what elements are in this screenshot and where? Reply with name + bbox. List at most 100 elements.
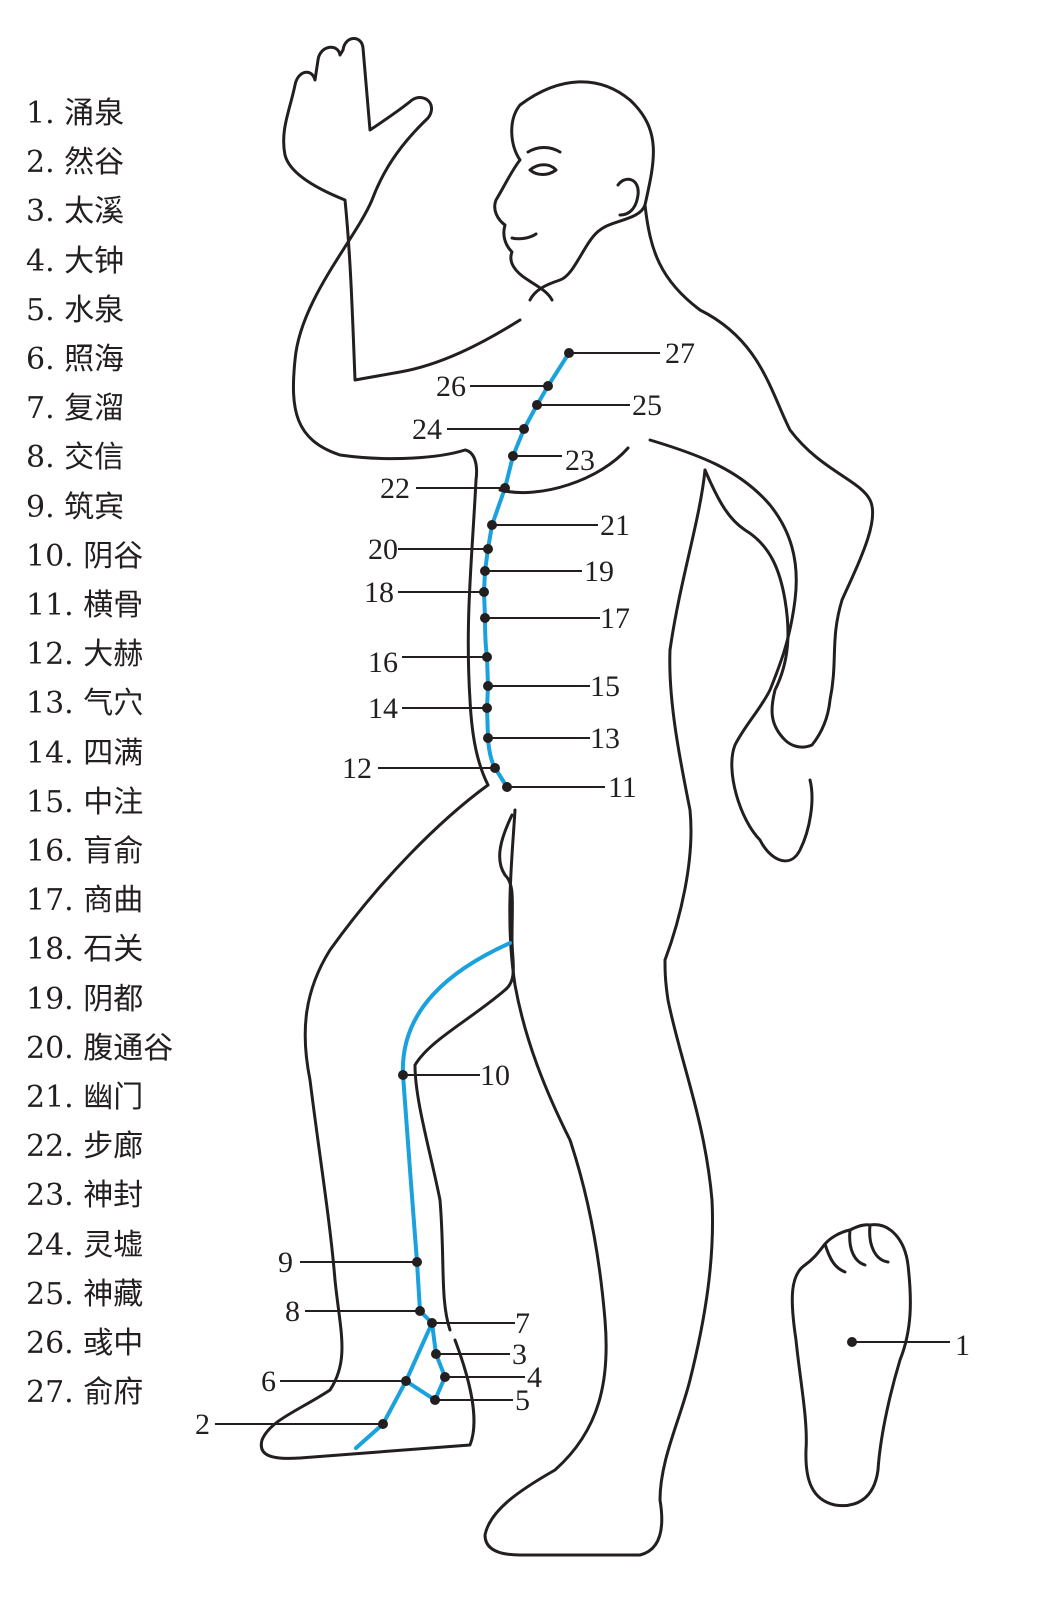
toe-lines-outline [823,1223,890,1274]
acupoint-20: 20 [368,533,493,566]
acupoint-25: 25 [532,389,662,422]
legend-item: 13. 气穴 [26,686,144,722]
point-number-label: 9 [278,1246,293,1279]
knee-point-icon [398,1070,408,1080]
point-number-label: 19 [584,555,614,588]
point-number-label: 6 [261,1365,276,1398]
legend-item: 14. 四满 [26,735,144,771]
point-number-label: 7 [515,1307,530,1340]
legend-item: 7. 复溜 [26,391,125,427]
chest-point-icon [543,381,553,391]
raised-arm-outline [282,37,522,482]
legend-item: 24. 灵墟 [26,1227,144,1263]
knee-inner-outline [413,813,515,1332]
legend-item: 9. 筑宾 [26,489,125,525]
point-number-label: 25 [632,389,662,422]
acupoint-2: 2 [195,1408,388,1441]
acupoint-8: 8 [285,1295,425,1328]
sole-outline [790,1223,912,1508]
legend-item: 3. 太溪 [26,194,125,230]
chest-point-icon [519,424,529,434]
kidney-meridian [354,351,571,1450]
abdomen-point-icon [483,733,493,743]
abdomen-point-icon [480,613,490,623]
point-number-label: 3 [512,1338,527,1371]
acupoint-15: 15 [483,670,620,703]
body-outline [259,37,912,1557]
point-number-label: 10 [480,1059,510,1092]
abdomen-point-icon [490,763,500,773]
acupoint-19: 19 [480,555,614,588]
acupoint-18: 18 [364,576,489,609]
point-number-label: 4 [527,1361,542,1394]
point-number-label: 18 [364,576,394,609]
leg-point-icon [427,1318,437,1328]
point-number-label: 21 [600,509,630,542]
acupoint-17: 17 [480,602,630,635]
abdomen-point-icon [480,566,490,576]
abdomen-point-icon [482,703,492,713]
meridian-trunk-line [482,351,571,789]
acupoint-11: 11 [502,771,637,804]
legend-item: 2. 然谷 [26,145,125,181]
abdomen-point-icon [502,782,512,792]
abdomen-point-icon [482,652,492,662]
acupoint-21: 21 [487,509,630,542]
acupoint-3: 3 [431,1338,527,1371]
acupoint-9: 9 [278,1246,422,1279]
ankle-point-icon [401,1376,411,1386]
point-number-label: 5 [515,1384,530,1417]
legend-item: 10. 阴谷 [26,538,144,574]
acupoint-16: 16 [368,646,492,679]
acupoint-10: 10 [398,1059,510,1092]
chest-point-icon [532,400,542,410]
abdomen-point-icon [483,681,493,691]
acupoint-22: 22 [380,472,510,505]
groin-outline [259,783,490,1460]
foot-point-icon [378,1419,388,1429]
legend-item: 22. 步廊 [26,1129,144,1165]
point-number-label: 17 [600,602,630,635]
legend-item: 4. 大钟 [26,243,125,279]
point-number-label: 8 [285,1295,300,1328]
acupoint-markers: 1234567891011121314151617181920212223242… [195,337,970,1441]
chest-point-icon [487,520,497,530]
legend-item: 21. 幽门 [26,1080,144,1115]
point-number-label: 1 [955,1329,970,1362]
legend-item: 26. 彧中 [26,1326,144,1361]
mouth-outline [510,232,538,241]
legend-item: 19. 阴都 [26,981,144,1017]
acupoint-24: 24 [412,413,529,446]
torso-back-outline [663,468,707,962]
acupoint-1: 1 [847,1329,970,1362]
back-leg-outline [483,808,715,1557]
leg-point-icon [412,1257,422,1267]
legend-item: 11. 横骨 [26,588,144,623]
chest-point-icon [508,451,518,461]
acupoint-4: 4 [440,1361,542,1394]
point-number-label: 26 [436,370,466,403]
point-number-label: 27 [665,337,695,370]
legend-item: 20. 腹通谷 [26,1030,174,1066]
point-number-label: 11 [608,771,637,804]
point-number-label: 16 [368,646,398,679]
torso-front-outline [466,478,490,787]
abdomen-point-icon [479,587,489,597]
acupoint-6: 6 [261,1365,411,1398]
acupoint-12: 12 [342,752,500,785]
leg-point-icon [415,1306,425,1316]
acupoint-23: 23 [508,444,595,477]
eye-outline [528,163,558,176]
ear-outline [616,177,640,217]
point-number-label: 12 [342,752,372,785]
point-number-label: 24 [412,413,442,446]
legend-item: 27. 俞府 [26,1375,144,1411]
legend-item: 6. 照海 [26,342,125,377]
lower-arm-outline [648,438,814,863]
legend-item: 8. 交信 [26,440,125,476]
chest-point-icon [500,483,510,493]
ankle-point-icon [440,1372,450,1382]
legend-item: 15. 中注 [26,784,144,820]
chest-outline [498,446,630,495]
